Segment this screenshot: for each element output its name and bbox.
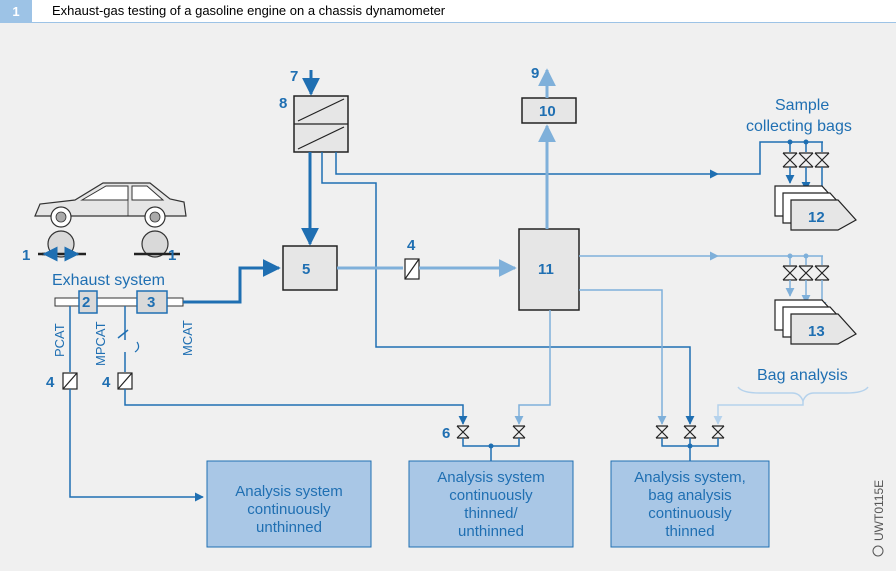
sample-bags-label-2: collecting bags <box>746 118 852 135</box>
car-drawing <box>34 182 187 228</box>
filter-8 <box>293 95 349 153</box>
bag-thinned-line-3: continuously <box>648 505 732 522</box>
thinned-unthinned-line-2: continuously <box>449 487 533 504</box>
figure-code-text: UWT0115E <box>872 480 886 541</box>
thinned-unthinned-line-1: Analysis system <box>437 469 545 486</box>
valve-group-6 <box>456 425 526 461</box>
label-1-left: 1 <box>22 247 30 264</box>
thinned-unthinned-line-3: thinned/ <box>464 505 518 522</box>
cvs-to-valve-line <box>514 310 551 425</box>
label-12: 12 <box>808 209 825 226</box>
mpcat-label: MPCAT <box>93 321 108 366</box>
sample-bags-label-1: Sample <box>775 97 829 114</box>
diagram-canvas: 1 1 Exhaust system 2 3 PCAT MPCAT MCAT 4… <box>0 23 896 571</box>
valve-group-bag <box>655 425 725 461</box>
filter-mpcat <box>117 372 133 390</box>
line-to-unthinned <box>69 389 204 502</box>
unthinned-line-1: Analysis system <box>235 483 343 500</box>
label-3: 3 <box>147 294 155 311</box>
label-4-main: 4 <box>407 237 416 254</box>
air-to-bags-line <box>335 152 719 179</box>
diagram-svg: 1 1 Exhaust system 2 3 PCAT MPCAT MCAT 4… <box>22 65 886 557</box>
air-background-line <box>321 152 695 425</box>
cvs-to-bag-valve-line <box>579 289 667 425</box>
cvs-unit-11 <box>518 228 580 311</box>
pcat-label: PCAT <box>52 323 67 357</box>
switch-arc-arrow <box>134 341 140 353</box>
unthinned-line-3: unthinned <box>256 519 322 536</box>
sample-bags-12 <box>774 185 857 231</box>
label-7: 7 <box>290 68 298 85</box>
switch-lever <box>117 329 129 339</box>
figure-title: Exhaust-gas testing of a gasoline engine… <box>52 3 446 18</box>
bag-thinned-line-4: thinned <box>665 523 714 540</box>
thinned-unthinned-line-4: unthinned <box>458 523 524 540</box>
mixing-tunnel-5 <box>282 245 338 291</box>
figure-header: 1 Exhaust-gas testing of a gasoline engi… <box>0 0 896 23</box>
label-5: 5 <box>302 261 310 278</box>
filter-pcat <box>62 372 78 390</box>
label-10: 10 <box>539 103 556 120</box>
sample-bags-13 <box>774 299 857 345</box>
analysis-box-bag-thinned: Analysis system, bag analysis continuous… <box>610 460 770 548</box>
label-8: 8 <box>279 95 287 112</box>
label-4-pcat: 4 <box>46 374 55 391</box>
header-rule <box>0 22 896 23</box>
label-6: 6 <box>442 425 450 442</box>
exhaust-pipe <box>54 290 184 314</box>
exhaust-to-cvs-line <box>183 259 281 304</box>
bosch-logo-icon <box>872 545 884 557</box>
bag-analysis-brace <box>737 386 869 404</box>
unthinned-line-2: continuously <box>247 501 331 518</box>
figure-code: UWT0115E <box>872 480 886 557</box>
bag-analysis-label: Bag analysis <box>757 367 848 384</box>
line-to-valve-6 <box>124 389 468 425</box>
bag-thinned-line-2: bag analysis <box>648 487 731 504</box>
label-11: 11 <box>538 261 554 278</box>
analysis-box-thinned-unthinned: Analysis system continuously thinned/ un… <box>408 460 574 548</box>
label-1-right: 1 <box>168 247 176 264</box>
mcat-label: MCAT <box>180 320 195 356</box>
label-13: 13 <box>808 323 825 340</box>
dyno-rollers <box>38 230 180 262</box>
figure-number: 1 <box>0 0 32 22</box>
bag-thinned-line-1: Analysis system, <box>634 469 746 486</box>
filter-4-main <box>404 258 420 280</box>
exhaust-system-label: Exhaust system <box>52 272 165 289</box>
bag-valves-12 <box>782 139 830 198</box>
analysis-box-unthinned: Analysis system continuously unthinned <box>206 460 372 548</box>
label-4-mpcat: 4 <box>102 374 111 391</box>
label-2: 2 <box>82 294 90 311</box>
label-9: 9 <box>531 65 539 82</box>
blower-10 <box>521 97 577 124</box>
bag-analysis-line <box>713 401 804 425</box>
